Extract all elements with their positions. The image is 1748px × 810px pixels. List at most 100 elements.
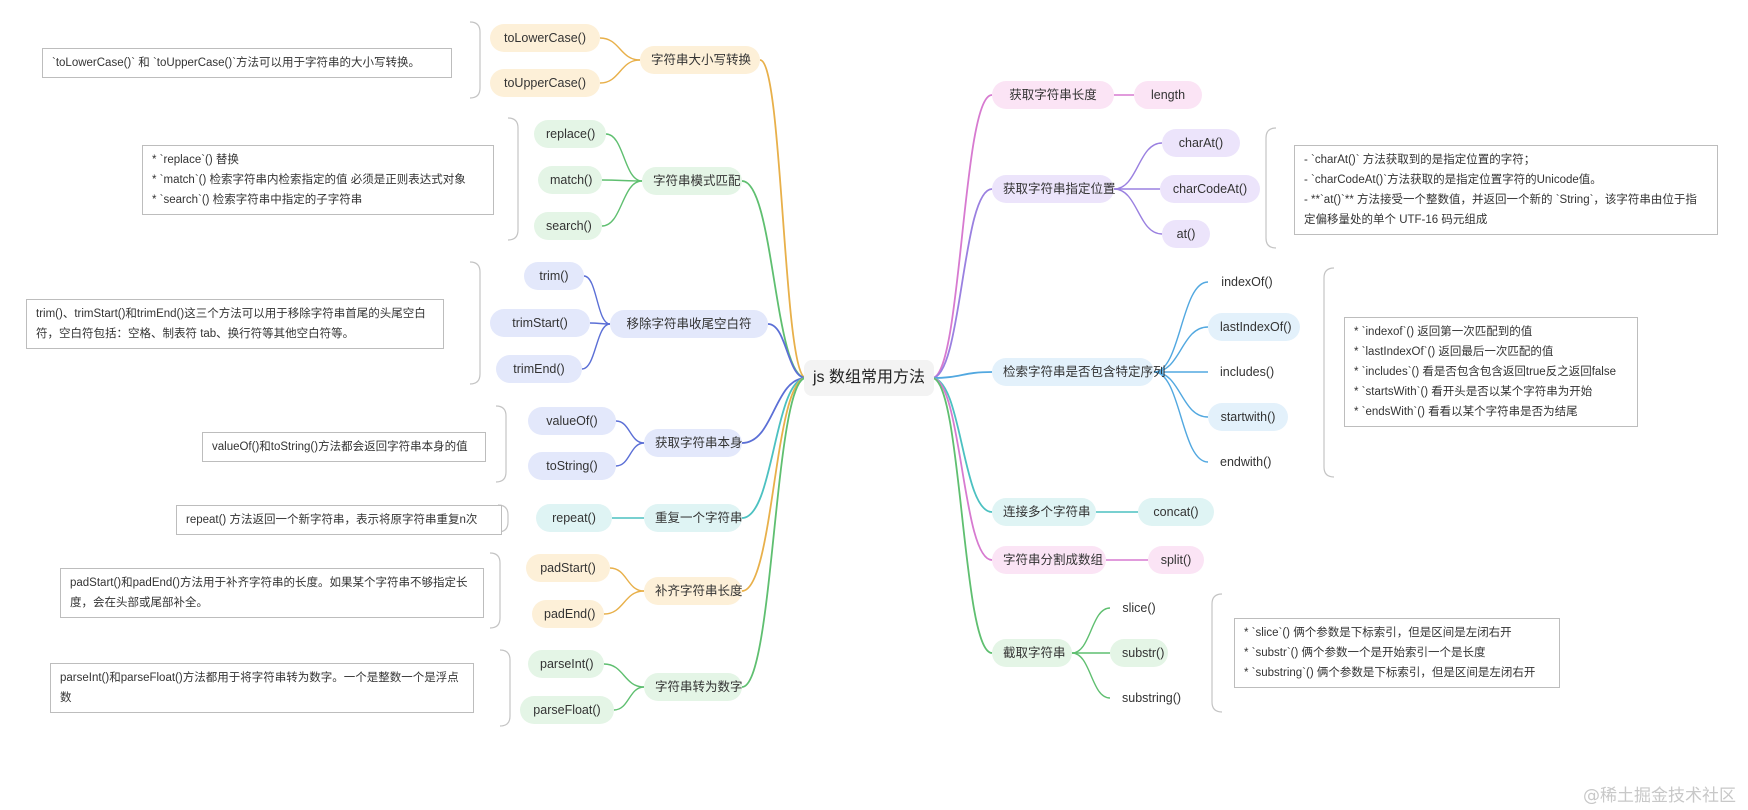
method-node[interactable]: slice() <box>1122 601 1156 615</box>
description-note: * `slice`() 俩个参数是下标索引，但是区间是左闭右开 * `substr… <box>1234 618 1560 688</box>
connector <box>1113 188 1163 235</box>
method-node[interactable]: length <box>1134 81 1202 109</box>
note-line: * `substring`() 俩个参数是下标索引，但是区间是左闭右开 <box>1244 667 1536 679</box>
method-node[interactable]: substring() <box>1122 691 1182 705</box>
method-node[interactable]: endwith() <box>1220 455 1272 469</box>
connector <box>741 377 807 688</box>
connector <box>1071 607 1111 654</box>
method-node[interactable]: indexOf() <box>1221 275 1273 289</box>
connector <box>601 180 643 227</box>
note-line: * `match`() 检索字符串内检索指定的值 必须是正则表达式对象 <box>152 174 466 186</box>
connector <box>589 322 611 325</box>
connector <box>615 442 645 467</box>
connector <box>741 180 807 379</box>
connector <box>495 405 507 483</box>
method-node[interactable]: toUpperCase() <box>490 69 600 97</box>
branch-node[interactable]: 获取字符串指定位置 <box>992 175 1116 203</box>
note-line: * `indexof`() 返回第一次匹配到的值 <box>1354 326 1533 338</box>
method-node[interactable]: search() <box>534 212 602 240</box>
connector <box>469 21 481 99</box>
description-note: - `charAt()` 方法获取到的是指定位置的字符；- `charCodeA… <box>1294 145 1718 235</box>
connector <box>605 133 643 182</box>
description-note: trim()、trimStart()和trimEnd()这三个方法可以用于移除字… <box>26 299 444 349</box>
branch-node[interactable]: 移除字符串收尾空白符 <box>610 310 768 338</box>
method-node[interactable]: at() <box>1162 220 1210 248</box>
branch-node[interactable]: 字符串转为数字 <box>644 673 743 701</box>
note-line: * `search`() 检索字符串中指定的子字符串 <box>152 194 363 206</box>
note-line: valueOf()和toString()方法都会返回字符串本身的值 <box>212 441 468 453</box>
connector <box>599 59 641 84</box>
method-node[interactable]: trim() <box>524 262 584 290</box>
note-line: * `slice`() 俩个参数是下标索引，但是区间是左闭右开 <box>1244 627 1512 639</box>
method-node[interactable]: match() <box>538 166 602 194</box>
method-node[interactable]: padStart() <box>526 554 610 582</box>
method-node[interactable]: parseFloat() <box>520 696 614 724</box>
note-line: * `substr`() 俩个参数一个是开始索引一个是长度 <box>1244 647 1486 659</box>
method-node[interactable]: toLowerCase() <box>490 24 600 52</box>
note-line: - `charAt()` 方法获取到的是指定位置的字符； <box>1304 154 1536 166</box>
method-node[interactable]: toString() <box>528 452 616 480</box>
description-note: padStart()和padEnd()方法用于补齐字符串的长度。如果某个字符串不… <box>60 568 484 618</box>
connector <box>609 567 645 592</box>
method-node[interactable]: repeat() <box>536 504 612 532</box>
branch-node[interactable]: 补齐字符串长度 <box>644 577 743 605</box>
connector <box>1211 593 1223 713</box>
connector <box>603 590 645 615</box>
connector <box>767 323 807 379</box>
watermark: @稀土掘金技术社区 <box>1583 786 1736 806</box>
method-node[interactable]: replace() <box>534 120 606 148</box>
note-line: * `endsWith`() 看看以某个字符串是否为结尾 <box>1354 406 1578 418</box>
connector <box>741 377 807 519</box>
connector <box>613 686 645 711</box>
description-note: parseInt()和parseFloat()方法都用于将字符串转为数字。一个是… <box>50 663 474 713</box>
note-line: * `startsWith`() 看开头是否以某个字符串为开始 <box>1354 386 1593 398</box>
connector <box>603 663 645 688</box>
branch-node[interactable]: 字符串模式匹配 <box>642 167 742 195</box>
connector <box>1153 281 1209 373</box>
method-node[interactable]: parseInt() <box>528 650 604 678</box>
connector <box>1323 267 1335 478</box>
method-node[interactable]: charCodeAt() <box>1160 175 1260 203</box>
description-note: * `replace`() 替换* `match`() 检索字符串内检索指定的值… <box>142 145 494 215</box>
method-node[interactable]: lastIndexOf() <box>1208 313 1300 341</box>
method-node[interactable]: padEnd() <box>532 600 604 628</box>
note-line: repeat() 方法返回一个新字符串，表示将原字符串重复n次 <box>186 514 478 526</box>
method-node[interactable]: trimStart() <box>490 309 590 337</box>
connector <box>489 552 501 629</box>
branch-node[interactable]: 字符串大小写转换 <box>640 46 760 74</box>
method-node[interactable]: charAt() <box>1162 129 1240 157</box>
branch-node[interactable]: 截取字符串 <box>992 639 1072 667</box>
method-node[interactable]: startwith() <box>1208 403 1288 431</box>
branch-node[interactable]: 获取字符串长度 <box>992 81 1114 109</box>
method-node[interactable]: concat() <box>1138 498 1214 526</box>
note-line: padStart()和padEnd()方法用于补齐字符串的长度。如果某个字符串不… <box>70 577 468 609</box>
description-note: `toLowerCase()` 和 `toUpperCase()`方法可以用于字… <box>42 48 452 78</box>
method-node[interactable]: trimEnd() <box>496 355 582 383</box>
connector <box>759 59 807 379</box>
branch-node[interactable]: 重复一个字符串 <box>644 504 743 532</box>
connector <box>469 261 481 385</box>
connector <box>931 94 993 379</box>
connector <box>931 377 993 513</box>
method-node[interactable]: includes() <box>1220 365 1275 379</box>
method-node[interactable]: substr() <box>1110 639 1168 667</box>
note-line: `toLowerCase()` 和 `toUpperCase()`方法可以用于字… <box>52 57 421 69</box>
connector <box>931 371 993 379</box>
connector <box>601 179 643 182</box>
description-note: * `indexof`() 返回第一次匹配到的值 * `lastIndexOf`(… <box>1344 317 1638 427</box>
connector <box>615 420 645 444</box>
connector <box>507 117 519 241</box>
branch-node[interactable]: 获取字符串本身 <box>644 429 743 457</box>
connector <box>931 377 993 654</box>
note-line: * `lastIndexOf`() 返回最后一次匹配的值 <box>1354 346 1554 358</box>
branch-node[interactable]: 检索字符串是否包含特定序列 <box>992 358 1166 386</box>
method-node[interactable]: split() <box>1148 546 1204 574</box>
method-node[interactable]: valueOf() <box>528 407 616 435</box>
branch-node[interactable]: 字符串分割成数组 <box>992 546 1106 574</box>
connector <box>499 649 511 727</box>
branch-node[interactable]: 连接多个字符串 <box>992 498 1096 526</box>
root-node[interactable]: js 数组常用方法 <box>804 360 934 396</box>
connector <box>599 37 641 61</box>
connector <box>741 377 807 592</box>
note-line: - **`at()`** 方法接受一个整数值，并返回一个新的 `String`，… <box>1304 194 1697 226</box>
